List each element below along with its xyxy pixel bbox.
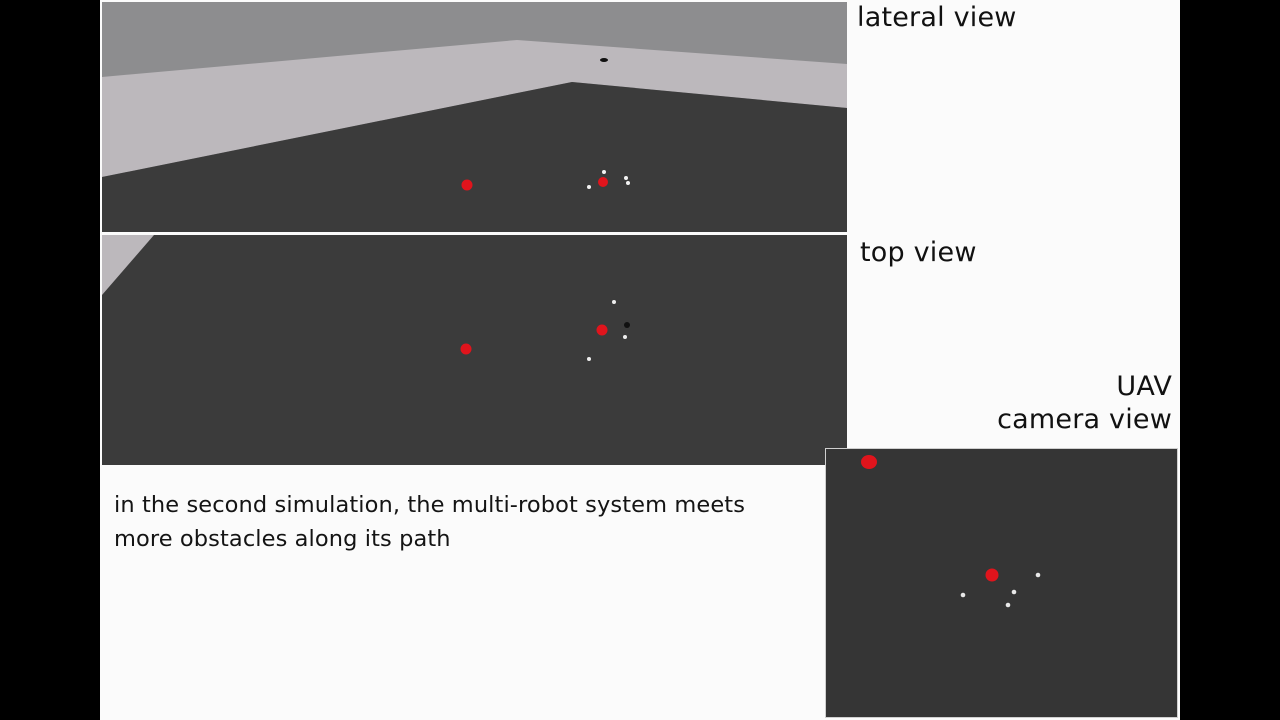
uav-camera-view-panel <box>825 448 1178 718</box>
robot-marker <box>623 335 627 339</box>
obstacle-marker <box>596 324 608 336</box>
uav-marker <box>624 322 630 328</box>
top-view-panel <box>102 235 847 465</box>
obstacle-marker <box>861 455 877 469</box>
robot-marker <box>960 592 966 598</box>
caption-line-2: more obstacles along its path <box>114 526 451 552</box>
top-view-label: top view <box>860 237 977 268</box>
caption-line-1: in the second simulation, the multi-robo… <box>114 492 746 518</box>
wall <box>102 40 847 177</box>
robot-marker <box>587 185 591 189</box>
robot-marker <box>624 176 628 180</box>
robot-marker <box>602 170 606 174</box>
robot-marker <box>587 357 591 361</box>
obstacle-marker <box>985 568 999 582</box>
camera-view-label: camera view <box>997 404 1172 435</box>
robot-marker <box>1011 589 1017 595</box>
lateral-view-panel <box>102 2 847 232</box>
caption: in the second simulation, the multi-robo… <box>114 488 824 556</box>
obstacle-marker <box>598 177 608 187</box>
video-frame: lateral view top view UAV camera view in… <box>100 0 1180 720</box>
obstacle-marker <box>460 343 472 355</box>
floor <box>102 235 847 465</box>
uav-marker <box>600 58 608 62</box>
wall <box>102 235 154 295</box>
lateral-view-label: lateral view <box>857 2 1017 33</box>
robot-marker <box>626 181 630 185</box>
robot-marker <box>1005 602 1011 608</box>
obstacle-marker <box>461 179 473 191</box>
robot-marker <box>612 300 616 304</box>
floor <box>102 82 847 232</box>
uav-label: UAV <box>1116 371 1172 402</box>
robot-marker <box>1035 572 1041 578</box>
camera-image <box>826 449 1177 717</box>
